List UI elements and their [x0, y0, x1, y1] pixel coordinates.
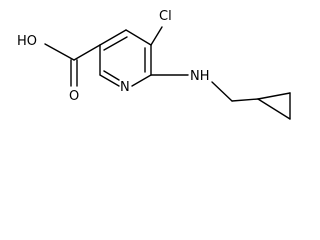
atom-label-ho: HO [17, 34, 37, 49]
structure-drawing: Cl HO O N NH [17, 9, 291, 120]
atom-label-nh: NH [190, 69, 210, 84]
atom-label-o: O [69, 89, 79, 104]
molecule-canvas: Cl HO O N NH [17, 9, 291, 120]
bond-nh-ch2 [211, 81, 233, 102]
bond-n1-c2-inner [103, 70, 120, 81]
bond-cp-b [257, 98, 291, 120]
atom-label-cl: Cl [159, 9, 172, 24]
bond-c-oh [44, 43, 75, 61]
bond-n1-c2 [99, 74, 120, 87]
bond-ch2-cp [231, 98, 259, 102]
atom-label-n-ring: N [120, 80, 130, 95]
bond-c3-ccooh [73, 44, 101, 61]
bond-c3-c4 [99, 29, 127, 46]
bond-c6-n1 [131, 74, 152, 87]
bond-c4-c5 [125, 29, 152, 46]
bond-c3-c4-inner [103, 36, 128, 51]
bond-c5-cl [150, 26, 163, 46]
bond-cp-a [257, 92, 291, 100]
